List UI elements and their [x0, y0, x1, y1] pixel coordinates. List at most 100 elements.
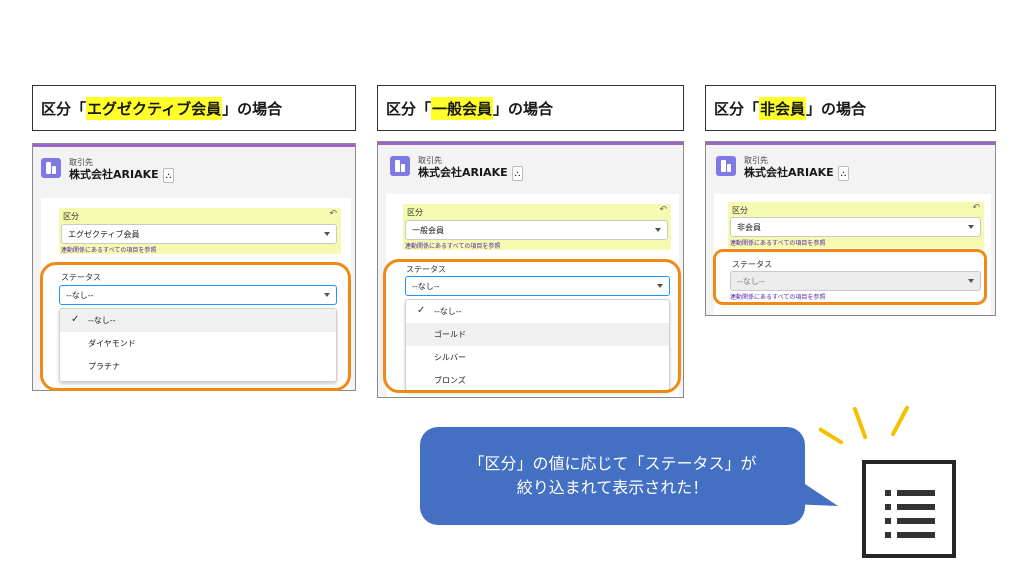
- callout-line-1: 「区分」の値に応じて「ステータス」が: [468, 454, 757, 473]
- status-select[interactable]: --なし--: [730, 271, 981, 291]
- status-option[interactable]: ブロンズ: [406, 369, 669, 392]
- object-label: 取引先: [69, 158, 93, 167]
- chevron-down-icon: [324, 293, 330, 297]
- undo-icon[interactable]: ↶: [972, 203, 980, 213]
- header-highlight: 非会員: [759, 96, 807, 120]
- object-label: 取引先: [418, 156, 442, 165]
- option-label: ブロンズ: [434, 376, 466, 385]
- chevron-down-icon: [968, 279, 974, 283]
- option-label: プラチナ: [88, 362, 120, 371]
- status-dropdown: ✓ --なし-- ダイヤモンド プラチナ: [59, 308, 337, 382]
- record-name: 株式会社ARIAKE: [69, 168, 159, 181]
- callout-bubble: 「区分」の値に応じて「ステータス」が 絞り込まれて表示された！: [420, 427, 805, 525]
- account-icon: [390, 156, 410, 176]
- option-label: --なし--: [434, 307, 462, 316]
- header-suffix: 」の場合: [222, 99, 283, 118]
- object-label: 取引先: [744, 156, 768, 165]
- chevron-down-icon: [968, 225, 974, 229]
- status-option[interactable]: ダイヤモンド: [60, 332, 336, 355]
- record-header: 取引先 株式会社ARIAKE⛬: [41, 158, 175, 183]
- hierarchy-icon[interactable]: ⛬: [162, 168, 175, 183]
- undo-icon[interactable]: ↶: [329, 209, 337, 219]
- kubun-field: 区分 ↶ 非会員 連動関係にあるすべての項目を参照: [728, 202, 984, 248]
- emphasis-ray: [890, 405, 910, 437]
- callout-line-2: 絞り込まれて表示された！: [516, 478, 709, 497]
- chevron-down-icon: [655, 228, 661, 232]
- header-suffix: 」の場合: [493, 99, 554, 118]
- option-label: シルバー: [434, 353, 466, 362]
- chevron-down-icon: [657, 284, 663, 288]
- header-suffix: 」の場合: [806, 99, 867, 118]
- status-field: ステータス --なし-- 連動関係にあるすべての項目を参照: [728, 256, 984, 302]
- undo-icon[interactable]: ↶: [659, 205, 667, 215]
- kubun-value: 一般会員: [412, 225, 444, 235]
- status-value: --なし--: [412, 281, 440, 291]
- list-line: [897, 490, 935, 496]
- screenshot-1: 取引先 株式会社ARIAKE⛬ 区分 ↶ エグゼクティブ会員 連動関係にあるすべ…: [32, 143, 356, 391]
- record-name: 株式会社ARIAKE: [744, 166, 834, 179]
- kubun-label: 区分: [63, 212, 79, 221]
- header-prefix: 区分「: [386, 99, 432, 118]
- status-option[interactable]: ゴールド: [406, 323, 669, 346]
- list-line: [897, 518, 935, 524]
- highlight-ring: [40, 262, 351, 391]
- highlight-ring: [383, 259, 681, 393]
- list-bullet: [885, 504, 891, 510]
- list-line: [897, 504, 935, 510]
- option-label: --なし--: [88, 316, 116, 325]
- status-value: --なし--: [737, 276, 765, 286]
- record-name: 株式会社ARIAKE: [418, 166, 508, 179]
- panel-2-header: 区分「一般会員」の場合: [377, 85, 684, 131]
- status-label: ステータス: [406, 265, 446, 274]
- status-value: --なし--: [66, 290, 94, 300]
- header-highlight: 一般会員: [431, 96, 494, 120]
- hierarchy-icon[interactable]: ⛬: [837, 166, 850, 181]
- kubun-label: 区分: [407, 208, 423, 217]
- header-prefix: 区分「: [714, 99, 760, 118]
- panel-1-header: 区分「エグゼクティブ会員」の場合: [32, 85, 356, 131]
- dependency-link[interactable]: 連動関係にあるすべての項目を参照: [405, 243, 501, 250]
- screenshot-2: 取引先 株式会社ARIAKE⛬ 区分 ↶ 一般会員 連動関係にあるすべての項目を…: [377, 141, 684, 398]
- list-line: [897, 532, 935, 538]
- header-prefix: 区分「: [41, 99, 87, 118]
- kubun-value: 非会員: [737, 222, 761, 232]
- status-dropdown: ✓ --なし-- ゴールド シルバー ブロンズ: [405, 299, 670, 391]
- status-label: ステータス: [732, 260, 772, 269]
- list-bullet: [885, 518, 891, 524]
- status-select[interactable]: --なし--: [59, 285, 337, 305]
- status-option[interactable]: シルバー: [406, 346, 669, 369]
- kubun-label: 区分: [732, 206, 748, 215]
- status-option[interactable]: ✓ --なし--: [60, 309, 336, 332]
- list-bullet: [885, 532, 891, 538]
- list-icon: [862, 460, 956, 558]
- status-option[interactable]: ✓ --なし--: [406, 300, 669, 323]
- status-label: ステータス: [61, 273, 101, 282]
- kubun-field: 区分 ↶ 一般会員 連動関係にあるすべての項目を参照: [403, 204, 671, 250]
- account-icon: [716, 156, 736, 176]
- record-header: 取引先 株式会社ARIAKE⛬: [390, 156, 524, 181]
- hierarchy-icon[interactable]: ⛬: [511, 166, 524, 181]
- highlight-ring: [713, 249, 987, 305]
- chevron-down-icon: [324, 232, 330, 236]
- panel-3-header: 区分「非会員」の場合: [705, 85, 996, 131]
- status-select[interactable]: --なし--: [405, 276, 670, 296]
- emphasis-ray: [852, 406, 868, 440]
- kubun-select[interactable]: 一般会員: [405, 220, 668, 240]
- header-highlight: エグゼクティブ会員: [86, 96, 223, 120]
- dependency-link[interactable]: 連動関係にあるすべての項目を参照: [61, 247, 157, 254]
- option-label: ダイヤモンド: [88, 339, 136, 348]
- status-option[interactable]: プラチナ: [60, 355, 336, 378]
- accent-bar: [33, 144, 355, 147]
- account-icon: [41, 158, 61, 178]
- emphasis-ray: [818, 426, 844, 446]
- dependency-link[interactable]: 連動関係にあるすべての項目を参照: [730, 294, 826, 301]
- accent-bar: [378, 142, 683, 145]
- kubun-value: エグゼクティブ会員: [68, 229, 140, 239]
- record-header: 取引先 株式会社ARIAKE⛬: [716, 156, 850, 181]
- kubun-select[interactable]: エグゼクティブ会員: [61, 224, 337, 244]
- check-icon: ✓: [71, 314, 80, 325]
- check-icon: ✓: [417, 305, 426, 316]
- option-label: ゴールド: [434, 330, 466, 339]
- kubun-select[interactable]: 非会員: [730, 217, 981, 237]
- dependency-link[interactable]: 連動関係にあるすべての項目を参照: [730, 240, 826, 247]
